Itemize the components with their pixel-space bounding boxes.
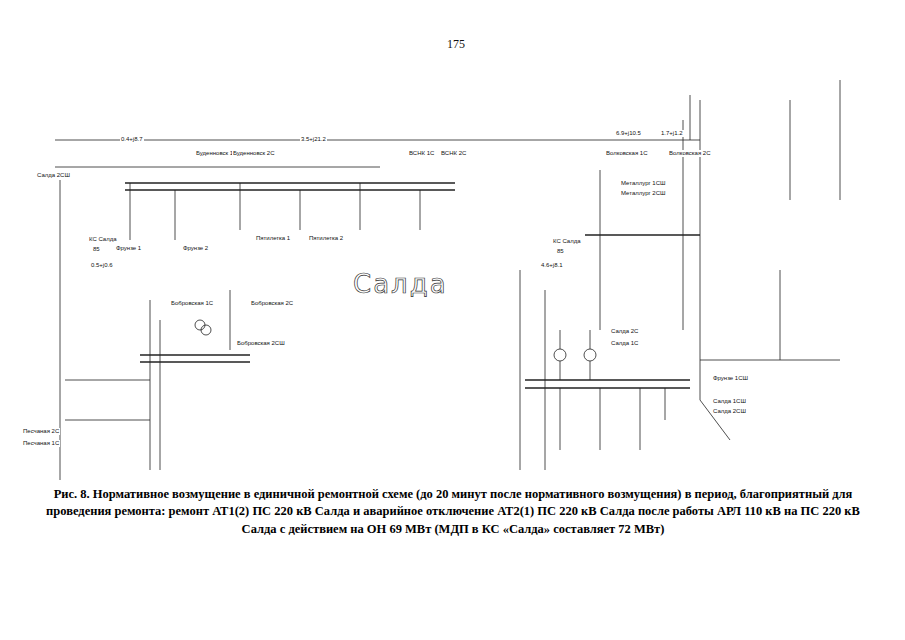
- power-line: [790, 100, 791, 200]
- line-label: Пятилетка 2: [308, 235, 344, 242]
- section-label: КС Салда: [552, 238, 582, 245]
- power-line: [160, 320, 161, 470]
- bus-label: ВСНК 2С: [440, 150, 467, 157]
- power-line: [700, 100, 701, 400]
- power-line: [60, 180, 61, 480]
- bus-label: Салда 2СШ: [712, 408, 747, 415]
- power-line: [55, 140, 700, 141]
- bus-label: Салда 1С: [610, 340, 639, 347]
- section-value: 85: [556, 248, 565, 255]
- flow-value: 0.5+j0.6: [90, 262, 114, 269]
- power-line: [130, 183, 131, 240]
- bus-label: Салда 1СШ: [712, 398, 747, 405]
- bus-label: Фрунзе 1СШ: [712, 375, 749, 382]
- watermark: Салда: [352, 270, 449, 299]
- flow-value: 3.5+j21.2: [300, 136, 327, 143]
- bus-label: Песчаная 1С: [22, 440, 60, 447]
- bus-label: Буденновск 2С: [232, 150, 276, 157]
- section-value: 85: [92, 246, 101, 253]
- flow-value: 1.7+j1.2: [660, 130, 684, 137]
- power-line: [420, 190, 421, 230]
- power-line: [360, 183, 361, 230]
- power-line: [590, 361, 591, 380]
- power-line: [665, 388, 666, 420]
- bus-label: Песчаная 2С: [22, 428, 60, 435]
- bus-label: Бобровская 2С: [250, 300, 294, 307]
- bus-bar: [140, 361, 250, 363]
- bus-bar: [585, 234, 700, 236]
- bus-label: Бобровская 2СШ: [236, 340, 286, 347]
- bus-label: Волковская 2С: [668, 150, 712, 157]
- bus-label: Бобровская 1С: [170, 300, 214, 307]
- transformer-symbol: [201, 325, 211, 335]
- transformer-symbol: [584, 349, 596, 361]
- power-line: [690, 95, 691, 140]
- bus-label: Салда 2СШ: [36, 172, 71, 179]
- page-number: 175: [446, 38, 466, 51]
- section-label: КС Салда: [88, 236, 118, 243]
- flow-value: 0.4+j8.7: [120, 136, 144, 143]
- power-line: [230, 290, 231, 350]
- bus-label: Металлург 1СШ: [620, 180, 667, 187]
- power-line: [700, 400, 730, 440]
- power-line: [560, 361, 561, 380]
- bus-bar: [125, 189, 455, 191]
- power-line: [520, 270, 521, 470]
- transformer-symbol: [195, 320, 205, 330]
- power-line: [240, 183, 241, 230]
- power-line: [640, 388, 641, 450]
- bus-bar: [525, 379, 690, 381]
- line-label: Пятилетка 1: [255, 235, 291, 242]
- power-line: [780, 270, 781, 360]
- power-line: [560, 388, 561, 450]
- power-line: [65, 380, 150, 381]
- bus-label: Волковская 1С: [605, 150, 649, 157]
- power-line: [600, 170, 601, 330]
- bus-bar: [140, 354, 250, 356]
- bus-label: Металлург 2СШ: [620, 190, 667, 197]
- line-label: Фрунзе 2: [182, 245, 209, 252]
- bus-bar: [125, 182, 455, 184]
- flow-value: 6.9+j10.5: [615, 130, 642, 137]
- power-line: [150, 300, 151, 470]
- power-line: [300, 190, 301, 230]
- power-line: [55, 167, 380, 168]
- figure-caption: Рис. 8. Нормативное возмущение в единичн…: [38, 486, 868, 538]
- power-line: [175, 190, 176, 240]
- power-line: [590, 330, 591, 349]
- flow-value: 4.6+j8.1: [540, 262, 564, 269]
- power-line: [840, 80, 841, 200]
- line-label: Фрунзе 1: [115, 245, 142, 252]
- bus-label: ВСНК 1С: [408, 150, 435, 157]
- power-line: [65, 420, 150, 421]
- power-line: [600, 388, 601, 450]
- power-line: [700, 360, 840, 361]
- transformer-symbol: [554, 349, 566, 361]
- power-line: [560, 330, 561, 349]
- bus-label: Салда 2С: [610, 328, 639, 335]
